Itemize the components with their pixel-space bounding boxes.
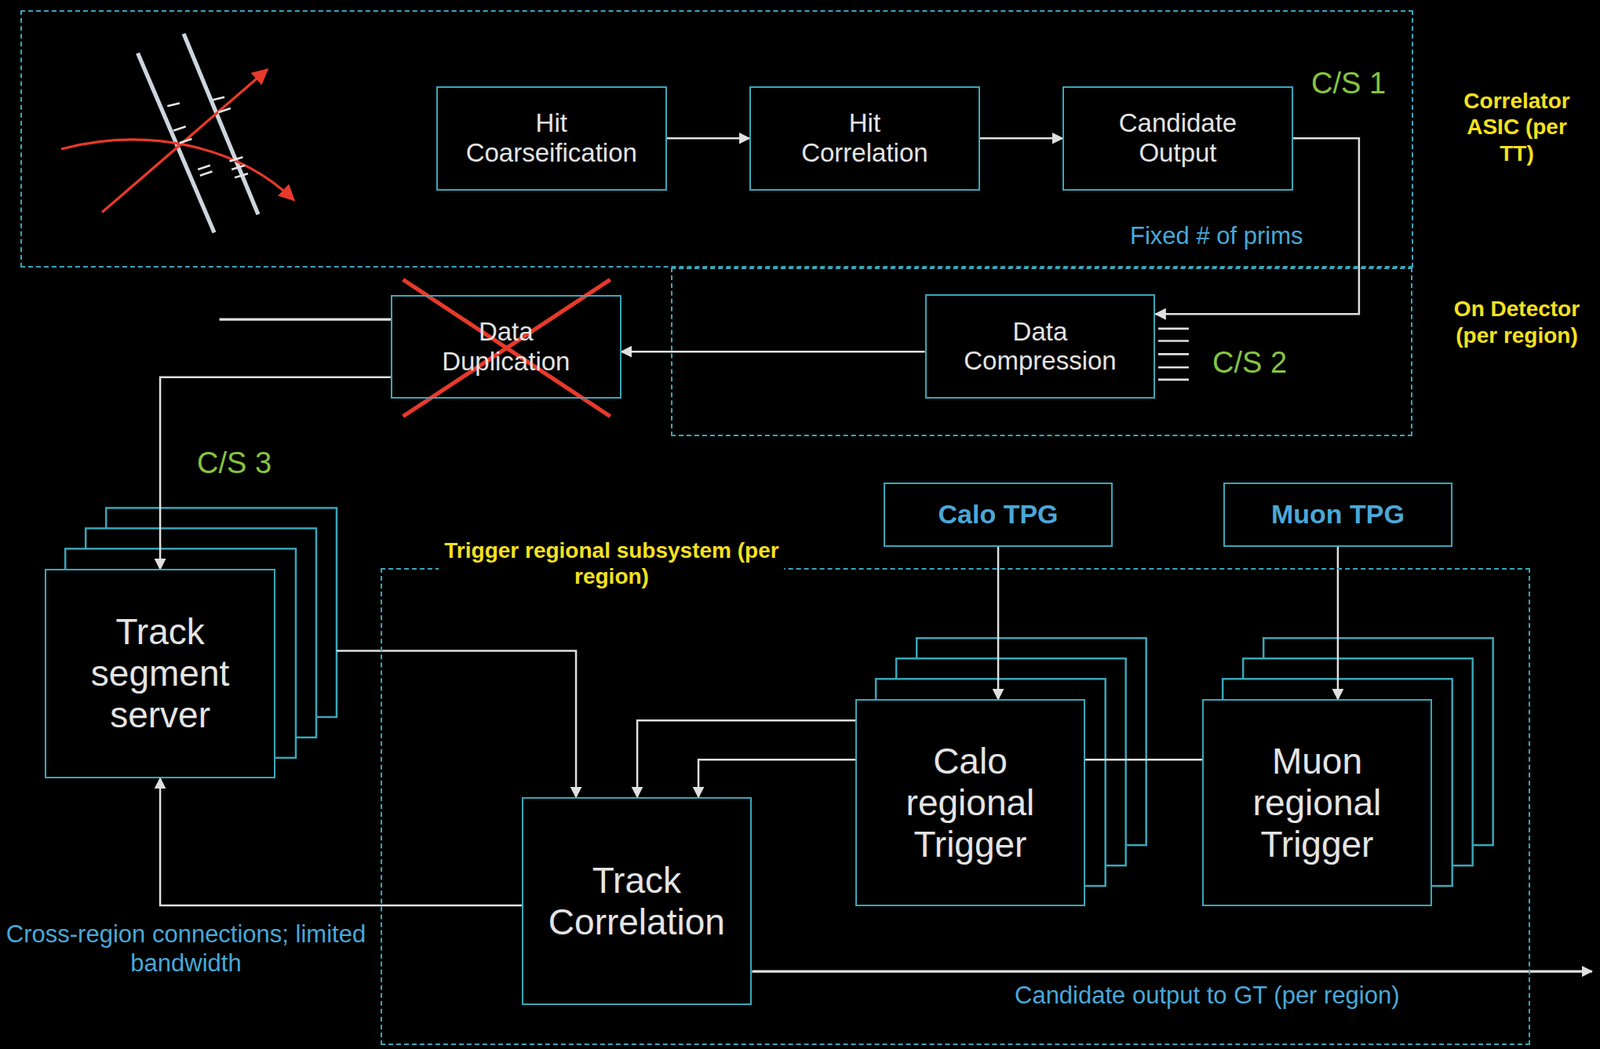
process-box: Data Duplication <box>390 295 622 400</box>
connector-label: Cross-region connections; limited bandwi… <box>5 919 367 978</box>
box-label: Hit Coarseification <box>466 108 638 168</box>
track-illustration <box>61 33 294 234</box>
subsystem-box: Track Correlation <box>521 797 752 1006</box>
note-label: Fixed # of prims <box>1129 221 1304 251</box>
hit-marks <box>167 97 248 179</box>
subsystem-box: Calo regional Trigger <box>855 699 1086 907</box>
process-box: Candidate Output <box>1062 86 1294 191</box>
detector-layer <box>183 33 259 215</box>
region-boundary: On Detector (per region)Data Compression <box>670 267 1413 438</box>
source-box: Muon TPG <box>1223 482 1454 547</box>
connector <box>621 350 926 354</box>
cs-marker: C/S 1 <box>1311 65 1386 103</box>
region-boundary: Trigger regional subsystem (per region)T… <box>380 568 1531 1046</box>
region-heading: On Detector (per region) <box>1447 295 1586 349</box>
box-label: Candidate Output <box>1118 108 1237 168</box>
output-links <box>1158 328 1189 380</box>
source-box: Calo TPG <box>883 482 1114 547</box>
box-label: Data Duplication <box>441 317 570 377</box>
connector <box>980 137 1063 140</box>
process-box: Hit Coarseification <box>436 86 667 191</box>
subsystem-box: Muon regional Trigger <box>1202 699 1433 907</box>
region-heading: Trigger regional subsystem (per region) <box>438 537 784 591</box>
cs-marker: C/S 3 <box>196 445 272 482</box>
box-label: Muon regional Trigger <box>1253 740 1382 866</box>
cross-out-mark <box>403 279 611 416</box>
box-label: Calo TPG <box>938 499 1059 530</box>
connector <box>160 377 391 570</box>
box-label: Track segment server <box>91 611 230 737</box>
cs-marker: C/S 2 <box>1212 345 1287 382</box>
box-label: Calo regional Trigger <box>906 740 1036 866</box>
output-arrow <box>751 969 1592 973</box>
input-wire <box>219 317 391 321</box>
connector <box>160 778 522 906</box>
connector <box>336 650 576 798</box>
box-label: Track Correlation <box>548 860 726 944</box>
output-label: Candidate output to GT (per region) <box>1014 980 1400 1010</box>
process-box: Data Compression <box>925 294 1156 399</box>
region-heading: Correlator ASIC (per TT) <box>1448 87 1586 168</box>
subsystem-box: Track segment server <box>44 568 276 779</box>
box-label: Hit Correlation <box>801 108 928 168</box>
process-box: Hit Correlation <box>749 86 981 191</box>
box-label: Muon TPG <box>1271 499 1405 530</box>
particle-track <box>61 139 294 201</box>
box-label: Data Compression <box>963 317 1116 377</box>
connector <box>666 137 750 140</box>
